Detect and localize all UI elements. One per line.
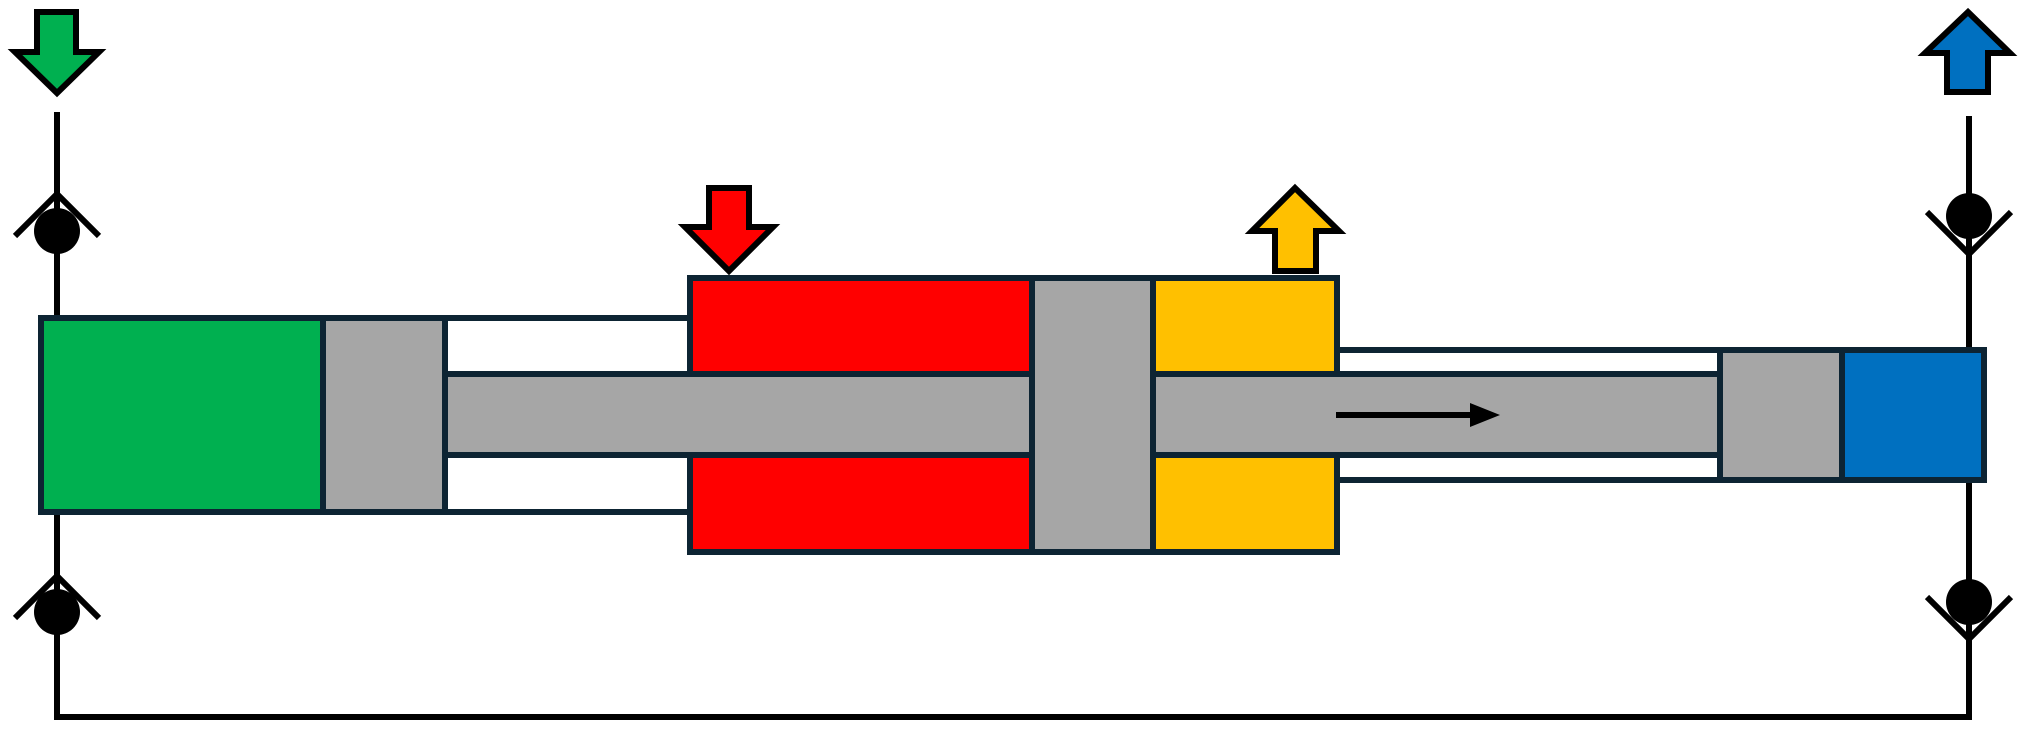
check-valve-ball [1946,193,1992,239]
arrow-up-icon [1244,183,1347,274]
check-valve-ball [34,589,80,635]
green-inlet-arrow [7,9,107,98]
arrow-down-icon [677,185,781,276]
cylinder-components [38,275,1987,555]
gray-piston-left [320,315,448,515]
check-valve-seat [12,189,102,239]
yellow-outlet-arrow [1244,183,1347,274]
check-valve-ball [34,208,80,254]
check-valve-icon [12,189,102,254]
blue-outlet-arrow [1917,7,2018,95]
arrow-right-icon [1336,403,1500,427]
arrow-up-icon [1917,7,2018,95]
gray-piston-center [1029,275,1156,555]
red-chamber-bottom [687,452,1035,555]
blue-chamber [1839,347,1987,483]
arrow-down-icon [7,9,107,98]
check-valve-ball [1946,579,1992,625]
check-valve-seat [1924,594,2014,644]
check-valve-icon [1924,579,2014,644]
gray-piston-right [1717,347,1845,483]
check-valve-seat [12,571,102,621]
flow-arrow-head [1470,403,1500,427]
green-chamber [38,315,326,515]
check-valve-seat [1924,209,2014,259]
red-inlet-arrow [677,185,781,276]
check-valve-icon [1924,193,2014,259]
red-chamber-top [687,275,1035,377]
yellow-chamber-bottom [1150,452,1340,555]
check-valve-icon [12,571,102,635]
yellow-chamber-top [1150,275,1340,377]
piston-rod-left [442,371,1035,458]
left-barrel [445,315,690,515]
